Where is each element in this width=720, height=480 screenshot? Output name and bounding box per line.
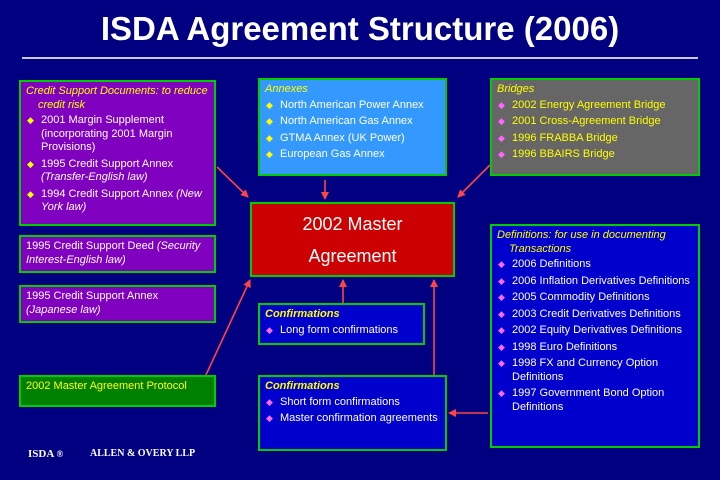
bullet-icon: ◆: [27, 115, 34, 125]
bullet-icon: ◆: [498, 275, 505, 286]
bullet-icon: ◆: [498, 341, 505, 352]
master-agreement-box: 2002 Master Agreement: [250, 202, 455, 277]
credit-support-deed-box: 1995 Credit Support Deed (Security Inter…: [19, 235, 216, 273]
bullet-icon: ◆: [498, 259, 505, 269]
annexes-box: Annexes ◆North American Power Annex ◆Nor…: [258, 78, 447, 176]
registered-mark: ®: [56, 449, 64, 459]
arrow-credit-support-to-master: [216, 166, 249, 198]
title-divider: [22, 57, 698, 59]
annexes-heading: Annexes: [265, 83, 308, 95]
bullet-icon: ◆: [498, 388, 505, 398]
bullet-icon: ◆: [498, 116, 505, 126]
list-item: ◆2003 Credit Derivatives Definitions: [498, 307, 681, 320]
list-item: ◆2001 Cross-Agreement Bridge: [498, 115, 661, 127]
bullet-icon: ◆: [498, 325, 505, 335]
bullet-icon: ◆: [498, 149, 505, 159]
protocol-box: 2002 Master Agreement Protocol: [19, 375, 216, 407]
list-item: ◆Master confirmation agreements: [266, 412, 438, 424]
confirmations-short-box: Confirmations ◆Short form confirmations …: [258, 375, 447, 451]
bullet-icon: ◆: [498, 292, 505, 302]
definitions-heading: Definitions: for use in documenting Tran…: [497, 229, 666, 255]
credit-support-box: Credit Support Documents: to reduce cred…: [19, 80, 216, 226]
master-agreement-line2: Agreement: [308, 246, 397, 266]
bullet-icon: ◆: [498, 132, 505, 143]
confirmations-long-heading: Confirmations: [265, 308, 340, 320]
bridges-heading: Bridges: [497, 83, 535, 95]
list-item: ◆2005 Commodity Definitions: [498, 291, 650, 303]
list-item: ◆1996 FRABBA Bridge: [498, 131, 618, 144]
list-item: ◆North American Power Annex: [266, 98, 424, 111]
definitions-box: Definitions: for use in documenting Tran…: [490, 224, 700, 448]
list-item: ◆1995 Credit Support Annex (Transfer-Eng…: [27, 157, 174, 184]
credit-support-heading: Credit Support Documents: to reduce cred…: [26, 85, 208, 111]
bullet-icon: ◆: [27, 188, 34, 199]
master-agreement-line1: 2002 Master: [302, 214, 403, 234]
list-item: ◆2002 Energy Agreement Bridge: [498, 98, 666, 111]
protocol-label: 2002 Master Agreement Protocol: [26, 380, 187, 392]
list-item: ◆2002 Equity Derivatives Definitions: [498, 324, 682, 336]
bullet-icon: ◆: [498, 99, 505, 110]
list-item: ◆1996 BBAIRS Bridge: [498, 148, 615, 160]
list-item: ◆1998 FX and Currency Option Definitions: [498, 357, 659, 383]
bullet-icon: ◆: [266, 396, 273, 407]
bullet-icon: ◆: [266, 116, 273, 126]
list-item: ◆Long form confirmations: [266, 323, 398, 336]
list-item: ◆North American Gas Annex: [266, 115, 413, 127]
list-item: ◆European Gas Annex: [266, 148, 385, 160]
isda-logo-text: ISDA: [28, 448, 54, 460]
bullet-icon: ◆: [27, 158, 34, 169]
list-item: ◆1994 Credit Support Annex (New York law…: [27, 187, 202, 214]
footer-firm: ALLEN & OVERY LLP: [90, 448, 196, 459]
list-item: ◆2006 Definitions: [498, 258, 591, 270]
bullet-icon: ◆: [266, 99, 273, 110]
bullet-icon: ◆: [266, 132, 273, 143]
bullet-icon: ◆: [266, 149, 273, 159]
arrow-protocol-to-master: [204, 279, 251, 378]
page-title: ISDA Agreement Structure (2006): [100, 10, 620, 47]
list-item: ◆2006 Inflation Derivatives Definitions: [498, 274, 690, 287]
japanese-annex-box: 1995 Credit Support Annex (Japanese law): [19, 285, 216, 323]
bullet-icon: ◆: [266, 413, 273, 423]
list-item: ◆1997 Government Bond Option Definitions: [498, 387, 665, 413]
list-item: ◆Short form confirmations: [266, 395, 400, 408]
confirmations-short-heading: Confirmations: [265, 380, 340, 392]
footer-isda: ISDA ®: [28, 448, 63, 460]
confirmations-long-box: Confirmations ◆Long form confirmations: [258, 303, 425, 345]
bridges-box: Bridges ◆2002 Energy Agreement Bridge ◆2…: [490, 78, 700, 176]
list-item: ◆1998 Euro Definitions: [498, 340, 618, 353]
bullet-icon: ◆: [498, 358, 505, 368]
bullet-icon: ◆: [266, 324, 273, 335]
bullet-icon: ◆: [498, 308, 505, 319]
arrow-bridges-to-master: [457, 164, 491, 198]
list-item: ◆2001 Margin Supplement (incorporating 2…: [27, 114, 173, 153]
list-item: ◆GTMA Annex (UK Power): [266, 131, 405, 144]
